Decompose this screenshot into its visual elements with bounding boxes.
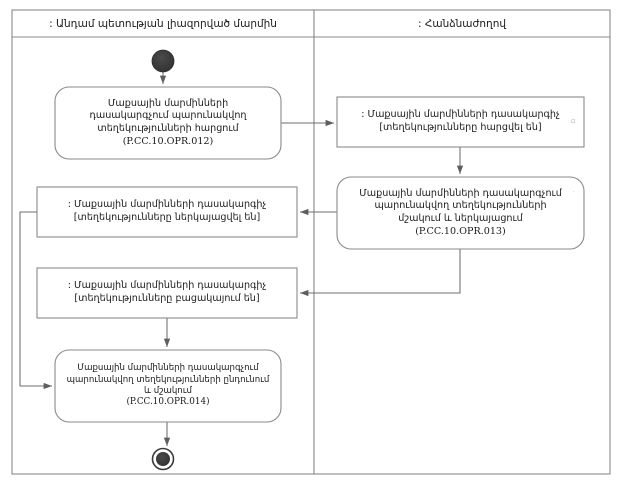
activity-opr-012-box[interactable] [54, 86, 282, 160]
activity-opr-013-box[interactable] [336, 176, 585, 250]
edge-013-to-absent [300, 249, 461, 297]
object-requested-box[interactable] [336, 96, 585, 148]
lane-left-title-text: : Անդամ պետության լիազորված մարմին [49, 17, 277, 30]
lane-right-title: : Հանձնաժողով [314, 10, 610, 37]
final-node-inner-dot [156, 452, 170, 466]
activity-opr-014-box[interactable] [54, 349, 282, 423]
lane-left-title: : Անդամ պետության լիազորված մարմին [12, 10, 314, 37]
initial-node[interactable] [151, 49, 175, 73]
nodes [36, 49, 585, 471]
edge-presented-to-014 [19, 211, 52, 390]
lane-right-title-text: : Հանձնաժողով [417, 17, 507, 30]
object-presented-box[interactable] [36, 186, 298, 238]
object-absent-box[interactable] [36, 267, 298, 319]
connectors [19, 72, 464, 446]
